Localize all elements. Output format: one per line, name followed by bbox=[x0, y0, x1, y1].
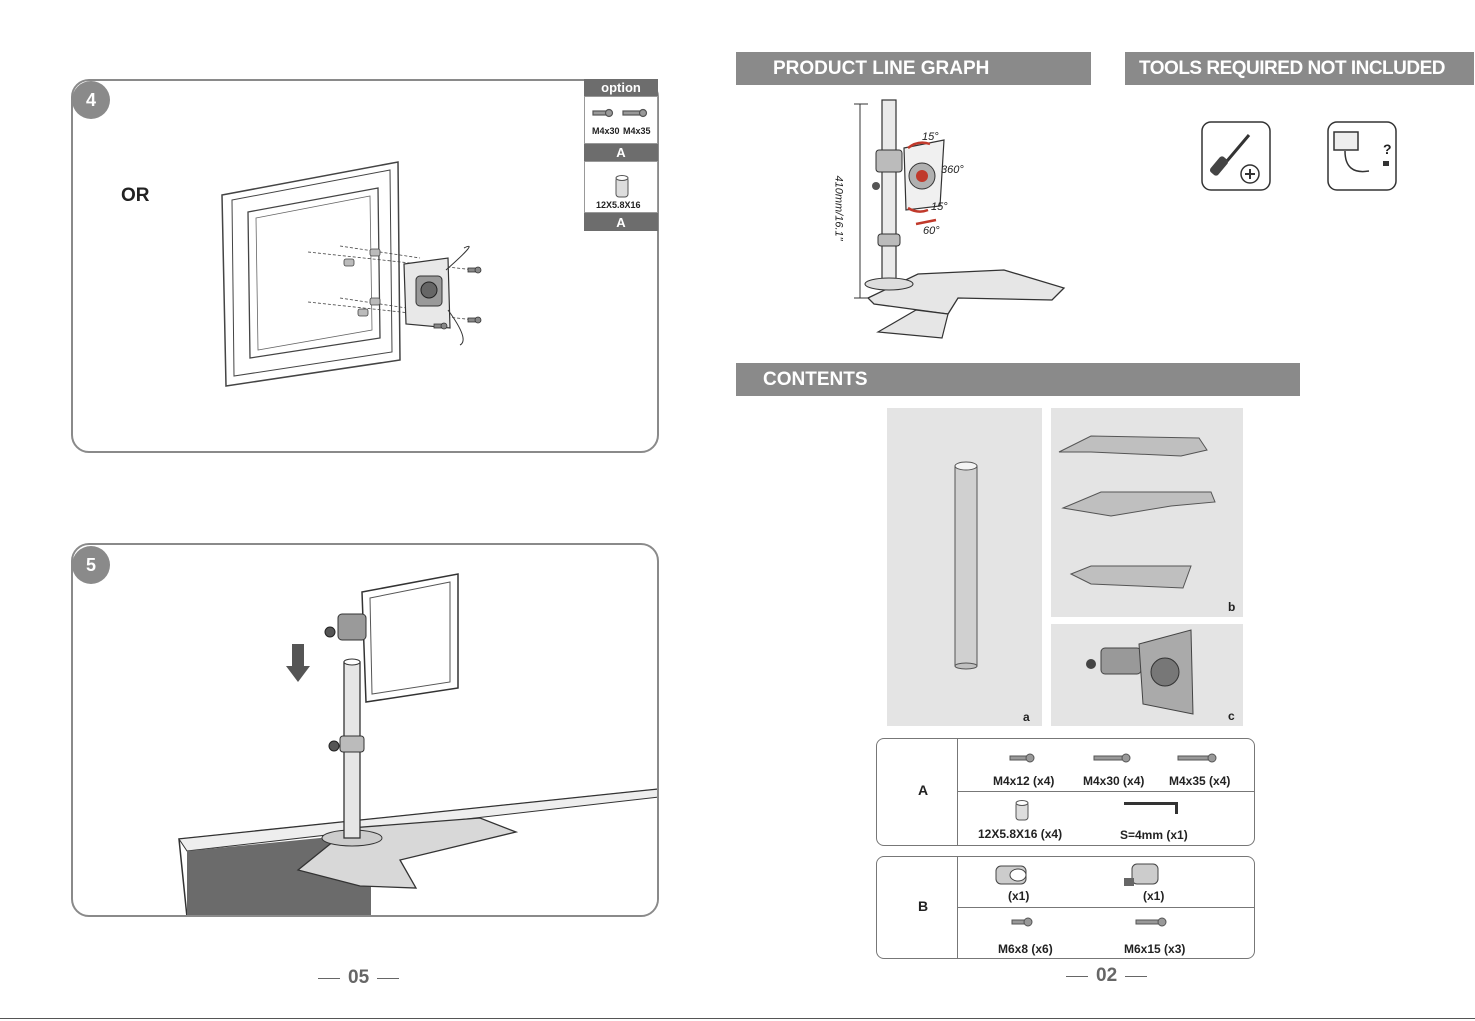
photo-c-label: c bbox=[1228, 709, 1235, 723]
item-m4x12: M4x12 (x4) bbox=[993, 774, 1054, 788]
photo-b-base: b bbox=[1051, 408, 1243, 617]
item-m6x15: M6x15 (x3) bbox=[1124, 942, 1185, 956]
pole-image bbox=[887, 408, 1042, 726]
stand-with-monitor-illustration bbox=[290, 570, 550, 890]
option-screw-m4x30: M4x30 bbox=[592, 126, 620, 136]
bracket-image bbox=[1051, 624, 1243, 726]
screws-a-icons bbox=[956, 751, 1256, 771]
left-page-number: 05 bbox=[318, 967, 399, 989]
photo-c-bracket: c bbox=[1051, 624, 1243, 726]
option-spacer-group: A bbox=[584, 213, 658, 231]
right-page-number: 02 bbox=[1066, 965, 1147, 987]
option-screw-group: A bbox=[584, 144, 658, 161]
option-title: option bbox=[584, 79, 658, 96]
angle-rotate: 360° bbox=[941, 164, 964, 176]
item-hex-key: S=4mm (x1) bbox=[1120, 828, 1188, 842]
item-m4x30: M4x30 (x4) bbox=[1083, 774, 1144, 788]
group-a-label: A bbox=[918, 782, 928, 798]
angle-swivel: 60° bbox=[923, 225, 940, 237]
item-m6x8: M6x8 (x6) bbox=[998, 942, 1053, 956]
contents-header: CONTENTS bbox=[736, 363, 1300, 396]
clamp-icons bbox=[956, 860, 1256, 890]
right-page-number-text: 02 bbox=[1096, 965, 1117, 987]
item-m4x35: M4x35 (x4) bbox=[1169, 774, 1230, 788]
tools-required-header: TOOLS REQUIRED NOT INCLUDED bbox=[1125, 52, 1474, 85]
option-spacer-box: 12X5.8X16 bbox=[584, 161, 658, 213]
base-parts-image bbox=[1051, 408, 1243, 617]
item-clamp-1: (x1) bbox=[1008, 889, 1029, 903]
product-line-graph-illustration bbox=[838, 98, 1068, 348]
step4-number: 4 bbox=[72, 81, 110, 119]
photo-a-label: a bbox=[1023, 710, 1030, 724]
item-spacer-12x5-8x16: 12X5.8X16 (x4) bbox=[978, 827, 1062, 841]
group-b-label: B bbox=[918, 898, 928, 914]
option-screw-m4x35: M4x35 bbox=[623, 126, 651, 136]
photo-b-label: b bbox=[1228, 600, 1235, 614]
angle-tilt-up: 15° bbox=[922, 131, 939, 143]
spacer-and-hex-key-icons bbox=[956, 800, 1256, 824]
step5-number: 5 bbox=[72, 546, 110, 584]
help-question-mark: ? bbox=[1383, 141, 1392, 157]
or-text: OR bbox=[121, 185, 150, 207]
monitor-back-illustration bbox=[220, 160, 520, 400]
screwdriver-icon bbox=[1201, 121, 1271, 191]
option-spacer-label: 12X5.8X16 bbox=[596, 200, 641, 210]
height-label: 410mm/16.1" bbox=[833, 175, 845, 240]
item-clamp-2: (x1) bbox=[1143, 889, 1164, 903]
angle-tilt-down: 15° bbox=[931, 201, 948, 213]
product-line-graph-header: PRODUCT LINE GRAPH bbox=[736, 52, 1091, 85]
spacer-icon bbox=[585, 172, 659, 202]
option-screw-box: M4x30 M4x35 bbox=[584, 96, 658, 144]
bottom-rule bbox=[0, 1018, 1475, 1019]
left-page-number-text: 05 bbox=[348, 967, 369, 989]
photo-a-pole: a bbox=[887, 408, 1042, 726]
screws-b-icons bbox=[956, 916, 1256, 934]
